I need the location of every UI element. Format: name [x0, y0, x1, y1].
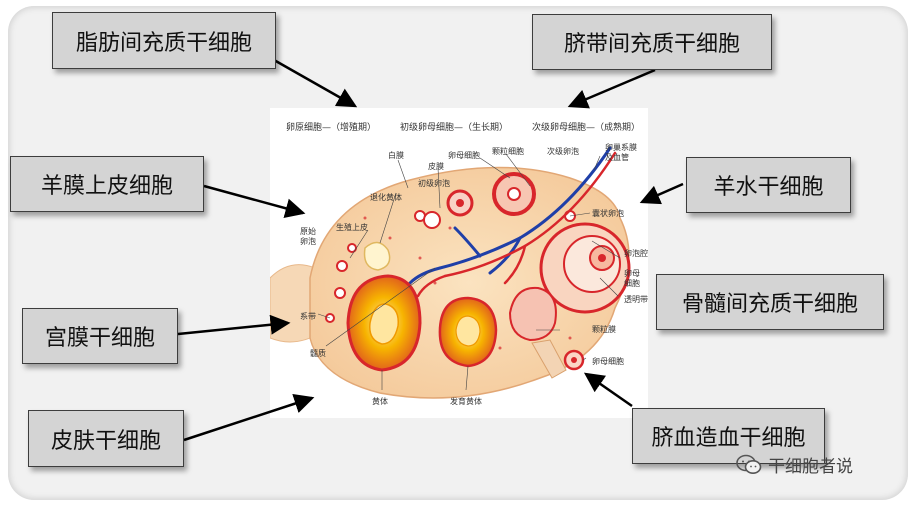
label-bone-marrow-msc: 骨髓间充质干细胞: [656, 274, 884, 330]
arrow-umbilical-cord: [567, 68, 656, 109]
label-oocyte-bottom: 卵母细胞: [592, 357, 624, 366]
label-amniotic-fluid-sc: 羊水干细胞: [686, 157, 851, 213]
label-baimo: 白膜: [388, 151, 404, 160]
label-amniotic-epithelial: 羊膜上皮细胞: [10, 156, 204, 212]
label-follicle-cavity: 卵泡腔: [624, 249, 648, 258]
label-regressing-corpus: 退化黄体: [370, 193, 402, 202]
label-germinal-epithelium: 生殖上皮: [336, 223, 368, 232]
label-secondary-follicle: 次级卵泡: [547, 147, 579, 156]
header-oogonium: 卵原细胞—（增殖期）: [286, 123, 377, 133]
label-umbilical-cord-msc: 脐带间充质干细胞: [532, 14, 772, 70]
regressing-corpus-luteum: [363, 241, 391, 271]
label-endometrial-sc: 宫膜干细胞: [22, 308, 178, 364]
header-secondary-oocyte: 次级卵母细胞—（成熟期）: [532, 123, 641, 133]
label-and-vessels: 及血管: [605, 153, 629, 162]
label-zona-pellucida: 透明带: [624, 295, 648, 304]
label-primordial: 原始: [300, 227, 316, 236]
label-granulosa-membrane: 颗粒膜: [592, 325, 616, 334]
label-developing-corpus: 发育黄体: [450, 397, 482, 406]
arrow-endometrial: [177, 314, 291, 336]
label-corpus-luteum: 黄体: [372, 397, 388, 406]
label-cord-blood-hsc: 脐血造血干细胞: [632, 408, 825, 464]
label-oocyte-right-1: 卵母: [624, 269, 640, 278]
arrow-skin: [183, 393, 315, 442]
label-granulosa-cell: 颗粒细胞: [492, 147, 524, 156]
header-primary-oocyte: 初级卵母细胞—（生长期）: [400, 123, 509, 133]
label-mesovarium: 卵巢系膜: [605, 143, 637, 152]
label-ligament: 系带: [300, 312, 316, 321]
arrow-amniotic-epithelial: [203, 184, 306, 219]
label-pimo: 皮膜: [428, 162, 444, 171]
annotation-leader-lines: [317, 153, 621, 391]
watermark-text: 干细胞者说: [768, 457, 853, 477]
blood-vessels-red: [416, 151, 617, 298]
label-medulla: 髓质: [310, 349, 326, 358]
label-adipose-msc: 脂肪间充质干细胞: [52, 12, 276, 69]
arrow-adipose: [273, 58, 358, 108]
label-vesicular-follicle: 囊状卵泡: [592, 209, 624, 218]
granulosa-membrane: [508, 286, 557, 342]
label-oocyte-top: 卵母细胞: [448, 151, 480, 160]
watermark: 干细胞者说: [736, 452, 853, 477]
ovary-diagram: 卵原细胞—（增殖期） 初级卵母细胞—（生长期） 次级卵母细胞—（成熟期）: [270, 108, 648, 418]
wechat-icon: [736, 454, 762, 474]
ovary-illustration: [270, 146, 631, 399]
arrow-cord-blood: [583, 372, 633, 408]
label-follicle: 卵泡: [300, 237, 316, 246]
label-primary-follicle: 初级卵泡: [418, 179, 450, 188]
label-oocyte-right-2: 细胞: [624, 279, 640, 288]
blood-vessels-blue: [408, 146, 612, 285]
label-skin-sc: 皮肤干细胞: [28, 410, 184, 467]
arrow-amniotic-fluid: [639, 182, 684, 205]
